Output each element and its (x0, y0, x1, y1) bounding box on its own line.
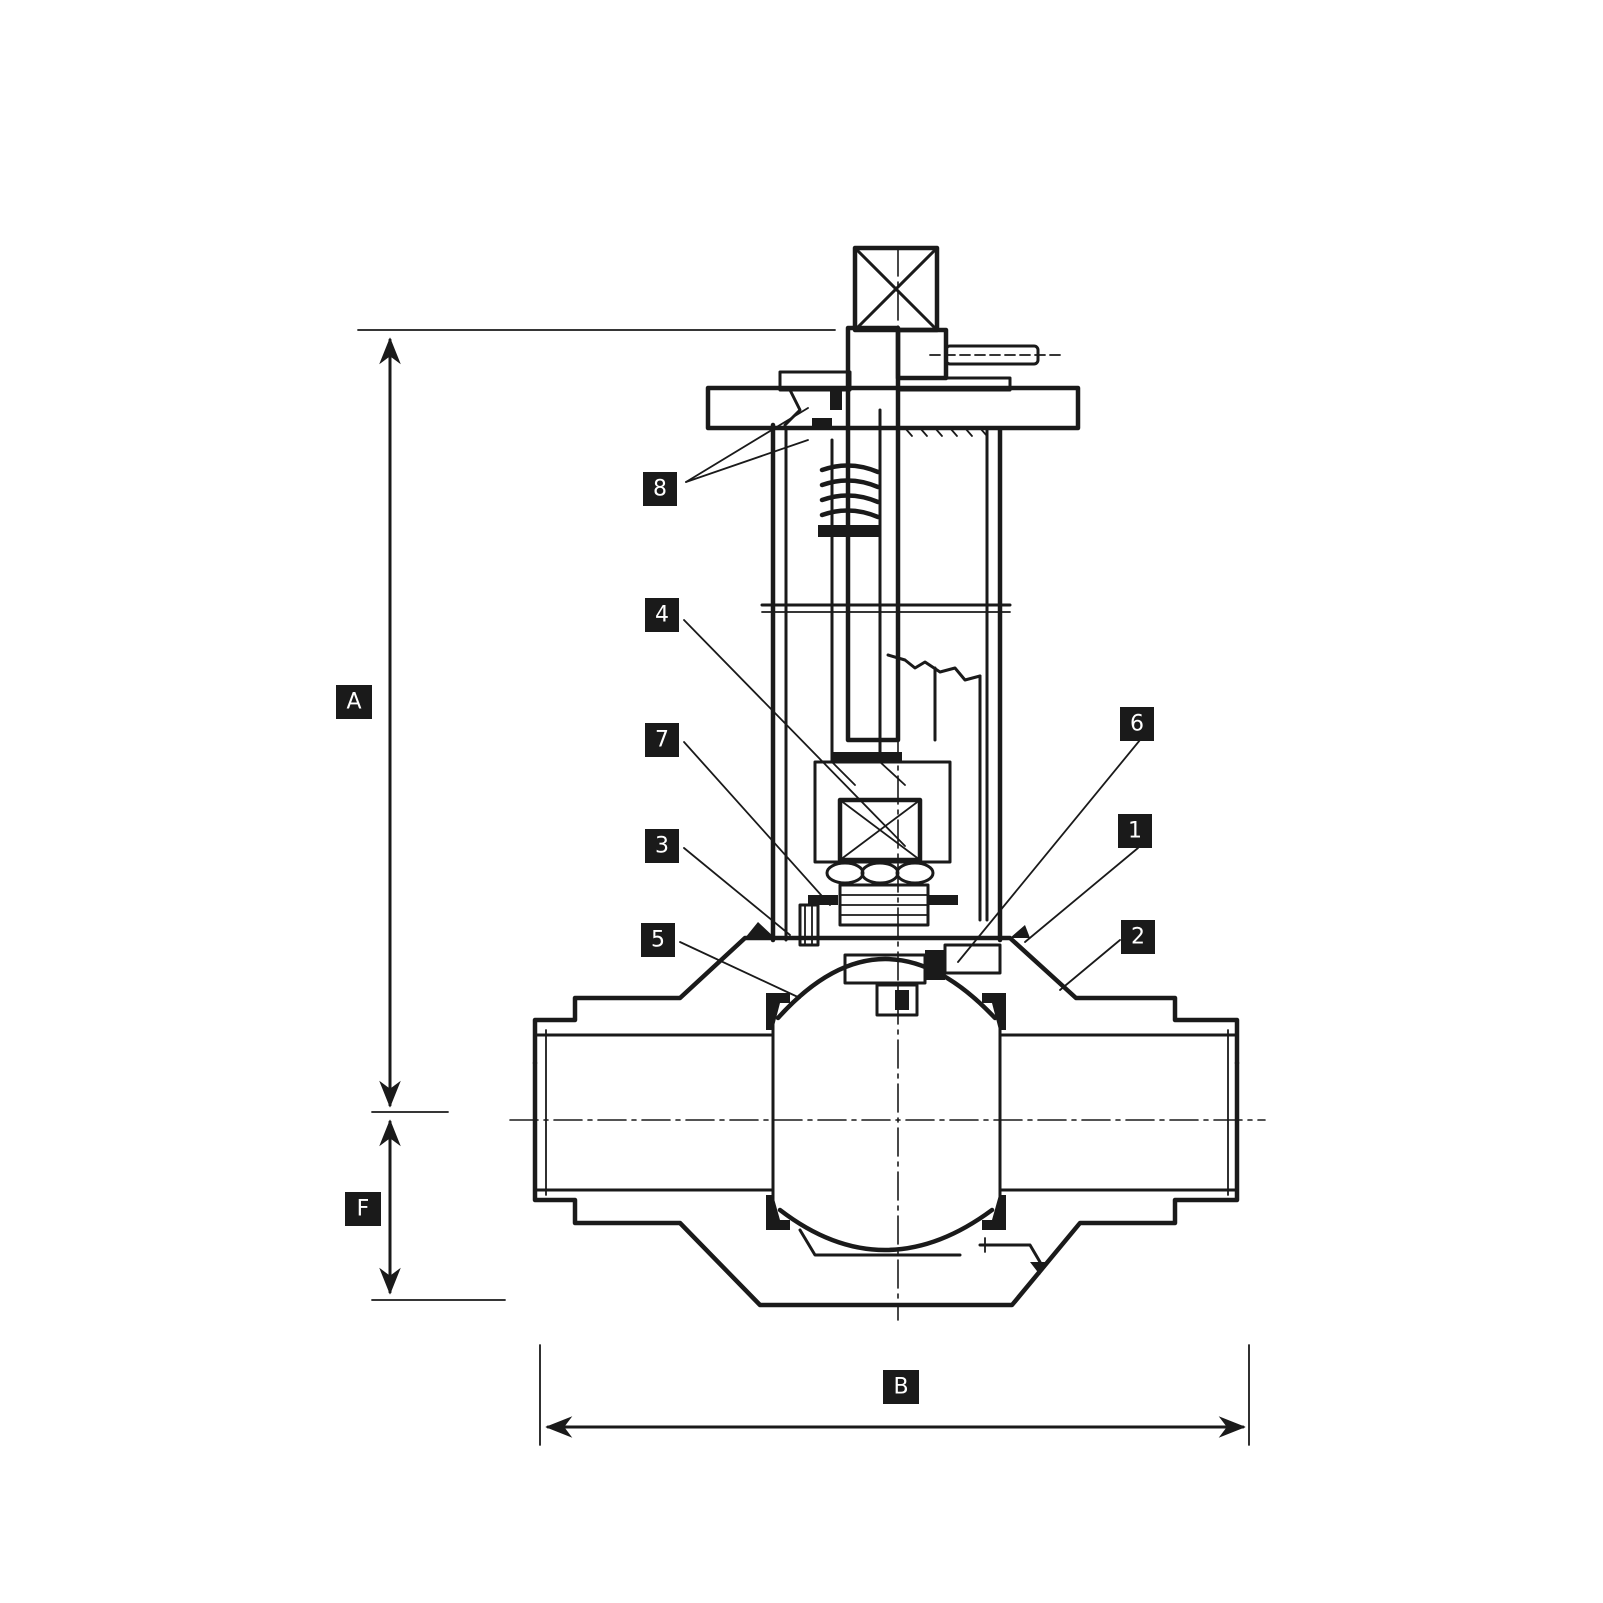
dimension-label-b-text: B (893, 1375, 908, 1400)
callout-5-text: 5 (651, 928, 665, 953)
callout-3-text: 3 (655, 834, 669, 859)
ball (775, 956, 998, 1257)
callout-8-text: 8 (653, 477, 667, 502)
dimension-label-a-text: A (346, 690, 361, 715)
extension-column (760, 408, 1012, 1017)
dimension-lines (357, 329, 1250, 1446)
callout-8: 8 (643, 472, 677, 506)
leader-lines (679, 407, 1141, 999)
valve-body (532, 935, 1240, 1308)
callout-4: 4 (645, 598, 679, 632)
centerlines (509, 247, 1266, 1321)
callout-1: 1 (1118, 814, 1152, 848)
dimension-label-b: B (883, 1370, 919, 1404)
callout-1-text: 1 (1128, 819, 1142, 844)
callout-6: 6 (1120, 707, 1154, 741)
dimension-label-f: F (345, 1192, 381, 1226)
callout-2: 2 (1121, 920, 1155, 954)
callout-2-text: 2 (1131, 925, 1145, 950)
callout-4-text: 4 (655, 603, 669, 628)
callout-3: 3 (645, 829, 679, 863)
callout-7-text: 7 (655, 728, 669, 753)
callout-5: 5 (641, 923, 675, 957)
top-flange (705, 245, 1081, 743)
callout-7: 7 (645, 723, 679, 757)
seats (745, 922, 1045, 1275)
dimension-label-f-text: F (357, 1197, 370, 1222)
callout-6-text: 6 (1130, 712, 1144, 737)
dimension-label-a: A (336, 685, 372, 719)
